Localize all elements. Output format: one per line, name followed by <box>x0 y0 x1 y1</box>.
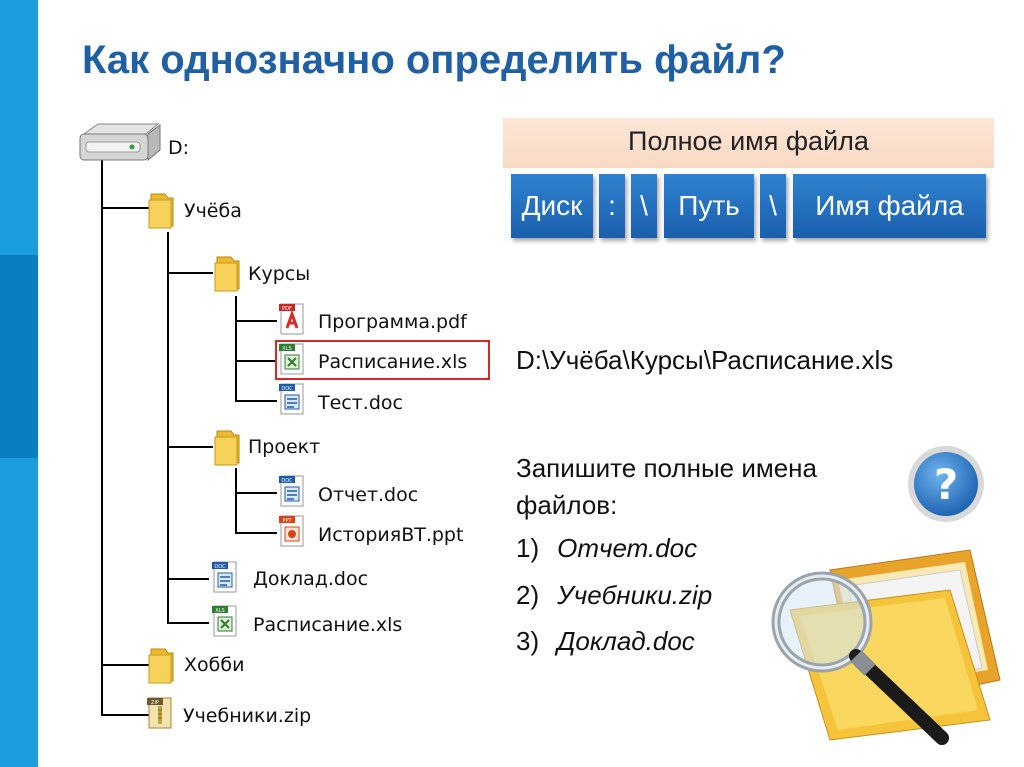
task-item-text: Доклад.doc <box>557 626 695 656</box>
doc-file-icon: DOC <box>279 383 304 415</box>
tree-root-drive[interactable]: D: <box>168 137 190 159</box>
task-item-number: 3) <box>516 626 540 656</box>
segment-colon: : <box>599 174 625 238</box>
svg-text:DOC: DOC <box>281 478 293 484</box>
doc-file-icon: DOC <box>279 475 304 507</box>
highlight-frame <box>275 340 490 380</box>
tree-folder-hobby[interactable]: Хобби <box>184 654 245 676</box>
slide-title: Как однозначно определить файл? <box>82 38 786 82</box>
svg-text:DOC: DOC <box>214 564 226 570</box>
tree-file-history[interactable]: ИсторияВТ.ppt <box>318 524 464 546</box>
folder-icon <box>148 648 174 684</box>
task-item: 2) Учебники.zip <box>516 580 712 611</box>
tree-folder-project[interactable]: Проект <box>248 436 321 458</box>
folder-icon <box>214 256 240 292</box>
tree-file-doklad[interactable]: Доклад.doc <box>253 568 369 590</box>
task-item-number: 2) <box>516 580 540 610</box>
xls-file-icon: XLS <box>279 343 304 375</box>
svg-text:DOC: DOC <box>281 386 293 392</box>
fullname-header-band <box>503 118 994 168</box>
segment-backslash: \ <box>631 174 657 238</box>
fullname-header: Полное имя файла <box>628 126 869 156</box>
task-item: 3) Доклад.doc <box>516 626 695 657</box>
question-button[interactable]: ? <box>906 444 986 524</box>
ppt-file-icon: PPT <box>279 515 304 547</box>
tree-file-schedule-highlighted[interactable]: Расписание.xls <box>318 351 468 373</box>
task-item-number: 1) <box>516 533 540 563</box>
tree-file-textbooks[interactable]: Учебники.zip <box>183 705 312 727</box>
doc-file-icon: DOC <box>212 561 237 593</box>
svg-text:ZIP: ZIP <box>151 700 159 706</box>
tree-file-test[interactable]: Тест.doc <box>318 392 403 414</box>
svg-text:XLS: XLS <box>215 608 224 614</box>
svg-text:PPT: PPT <box>282 518 292 524</box>
segment-disk: Диск <box>511 174 593 238</box>
hard-drive-icon <box>79 123 161 162</box>
folder-magnifier-illustration <box>771 549 1001 745</box>
example-full-path: D:\Учёба\Курсы\Расписание.xls <box>516 345 894 375</box>
side-accent-bar-highlight <box>0 255 38 458</box>
svg-text:XLS: XLS <box>282 346 291 352</box>
tree-folder-courses[interactable]: Курсы <box>248 263 311 285</box>
folder-icon <box>148 193 174 229</box>
tree-file-report[interactable]: Отчет.doc <box>318 484 419 506</box>
svg-text:PDF: PDF <box>282 306 292 312</box>
segment-filename: Имя файла <box>793 174 986 238</box>
tree-file-program[interactable]: Программа.pdf <box>318 311 467 333</box>
zip-file-icon: ZIP <box>147 697 172 729</box>
tree-folder-study[interactable]: Учёба <box>184 200 242 222</box>
task-item: 1) Отчет.doc <box>516 533 697 564</box>
tree-file-schedule-second[interactable]: Расписание.xls <box>253 614 403 636</box>
segment-backslash: \ <box>760 174 786 238</box>
task-item-text: Отчет.doc <box>557 533 698 563</box>
xls-file-icon: XLS <box>212 605 237 637</box>
question-mark-icon: ? <box>934 460 958 509</box>
pdf-file-icon: PDF <box>279 303 304 335</box>
task-prompt: Запишите полные имена файлов: <box>516 453 817 520</box>
folder-icon <box>214 430 240 466</box>
task-item-text: Учебники.zip <box>557 580 713 610</box>
segment-path: Путь <box>664 174 754 238</box>
